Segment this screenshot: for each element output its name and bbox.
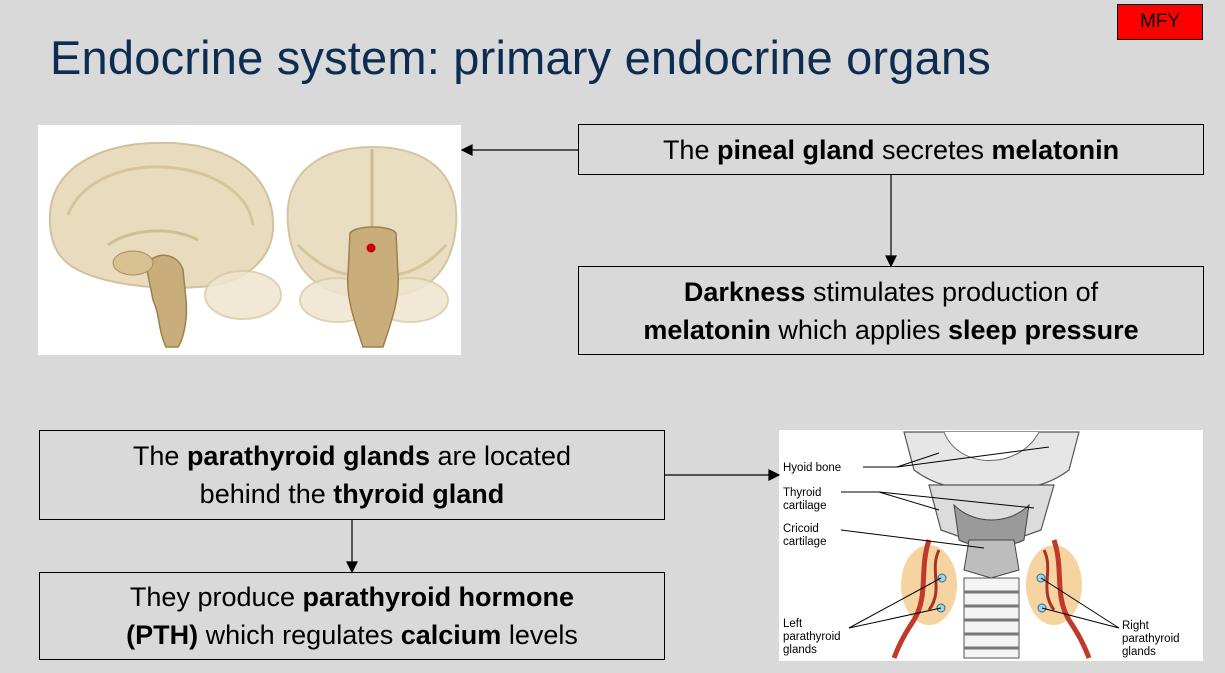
text: are located <box>429 441 572 471</box>
label-hyoid-bone: Hyoid bone <box>783 462 841 474</box>
pineal-gland-marker <box>366 243 376 253</box>
label-cricoid-cartilage: Cricoid <box>783 523 819 535</box>
text: which regulates <box>198 620 401 650</box>
mfy-badge: MFY <box>1117 4 1203 40</box>
label-left-parathyroid: Left <box>783 618 803 630</box>
text: behind the <box>199 479 334 509</box>
bold-text: melatonin <box>643 314 771 345</box>
bold-text: melatonin <box>991 134 1120 165</box>
brain-drawing <box>48 141 458 348</box>
slide-title: Endocrine system: primary endocrine orga… <box>50 31 991 84</box>
text: The <box>132 441 187 471</box>
label-thyroid-cartilage: Thyroid <box>783 487 821 499</box>
text: which applies <box>770 314 948 345</box>
label-right-parathyroid: Right <box>1122 620 1150 632</box>
bold-text: calcium <box>400 620 502 650</box>
label-left-parathyroid-line2: parathyroid <box>783 631 841 643</box>
text: stimulates production of <box>805 276 1099 307</box>
brain-illustration <box>38 125 461 355</box>
arrowhead <box>885 255 897 268</box>
text: secretes <box>874 134 992 165</box>
bold-text: Darkness <box>683 276 806 307</box>
text: The <box>662 134 717 165</box>
neck-drawing: Hyoid bone Thyroid cartilage Cricoid car… <box>783 431 1180 659</box>
parathyroid-box: The parathyroid glands are located behin… <box>39 430 665 520</box>
arrowhead <box>346 561 358 574</box>
parathyroid-illustration: Hyoid bone Thyroid cartilage Cricoid car… <box>779 430 1203 661</box>
bold-text: sleep pressure <box>948 314 1139 345</box>
bold-text: parathyroid glands <box>186 441 430 471</box>
text: levels <box>501 620 578 650</box>
text: They produce <box>129 582 303 612</box>
arrowhead <box>460 144 473 156</box>
label-left-parathyroid-line3: glands <box>783 644 817 656</box>
bold-text: thyroid gland <box>333 479 505 509</box>
darkness-box: Darkness stimulates production of melato… <box>578 266 1204 355</box>
label-right-parathyroid-line3: glands <box>1122 646 1156 658</box>
bold-text: pineal gland <box>716 134 875 165</box>
trachea <box>963 577 1020 659</box>
pth-box: They produce parathyroid hormone (PTH) w… <box>39 572 665 660</box>
pineal-gland-box: The pineal gland secretes melatonin <box>578 124 1204 175</box>
bold-text: (PTH) <box>126 620 199 650</box>
label-right-parathyroid-line2: parathyroid <box>1122 633 1180 645</box>
label-thyroid-cartilage-line2: cartilage <box>783 500 826 512</box>
brain-side-view <box>48 141 282 348</box>
bold-text: parathyroid hormone <box>302 582 575 612</box>
label-cricoid-cartilage-line2: cartilage <box>783 536 826 548</box>
arrowhead <box>768 469 781 481</box>
brain-front-view <box>286 145 458 348</box>
